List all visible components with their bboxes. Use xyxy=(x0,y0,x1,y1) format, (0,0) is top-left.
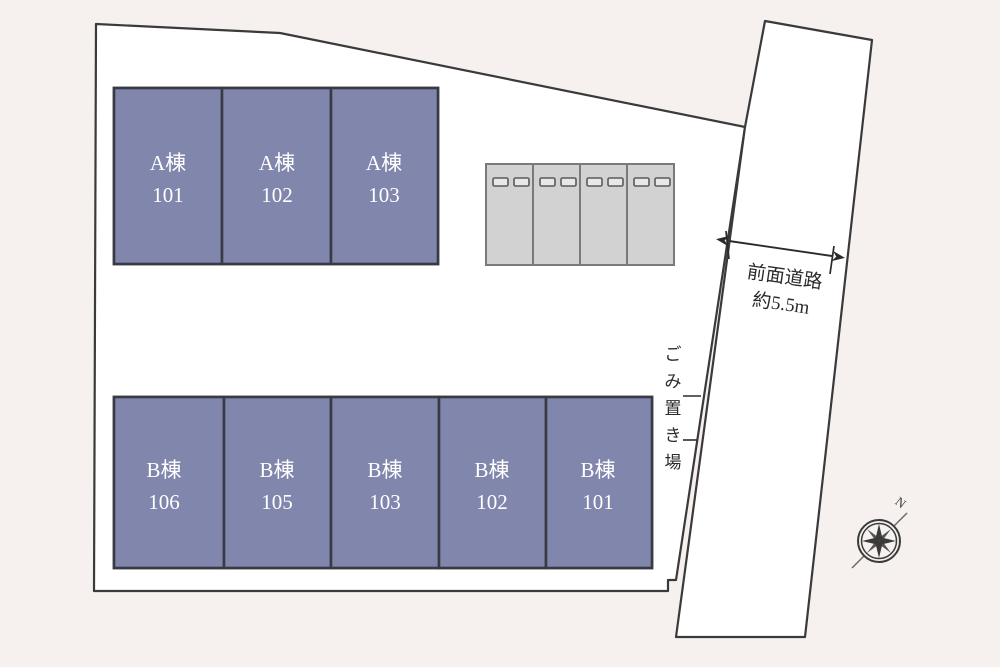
block-a-unit-101-cell[interactable] xyxy=(112,86,224,266)
mailbox-cabinet-2[interactable] xyxy=(532,163,581,266)
frontage-road-band xyxy=(674,19,874,639)
building-block-b: B棟 106 B棟 105 B棟 103 B棟 102 B棟 101 xyxy=(112,395,654,570)
garbage-label-char-4: き xyxy=(665,426,682,445)
mailbox-cabinet-1[interactable] xyxy=(485,163,534,266)
garbage-label-char-5: 場 xyxy=(665,453,682,472)
mailbox-cabinet-4[interactable] xyxy=(626,163,675,266)
mailbox-slot-icon xyxy=(492,177,509,187)
road-dimension-line xyxy=(716,235,845,262)
block-a-unit-103-number: 103 xyxy=(368,183,400,207)
block-a-unit-101-building: A棟 xyxy=(150,151,186,175)
block-b-unit-103-number: 103 xyxy=(369,490,401,514)
block-b-unit-106-cell[interactable] xyxy=(112,395,226,570)
mailbox-cabinet-3[interactable] xyxy=(579,163,628,266)
block-b-unit-106[interactable]: B棟 106 xyxy=(112,395,226,570)
block-b-unit-105-building: B棟 xyxy=(259,458,294,482)
block-a-unit-102-building: A棟 xyxy=(259,151,295,175)
block-b-unit-102-cell[interactable] xyxy=(437,395,548,570)
block-b-unit-102-building: B棟 xyxy=(474,458,509,482)
block-b-unit-106-building: B棟 xyxy=(146,458,181,482)
mailbox-slot-icon xyxy=(654,177,671,187)
block-a-unit-103-building: A棟 xyxy=(366,151,402,175)
block-b-unit-106-number: 106 xyxy=(148,490,180,514)
block-b-unit-105-number: 105 xyxy=(261,490,293,514)
mailbox-slot-icon xyxy=(560,177,577,187)
building-block-a: A棟 101 A棟 102 A棟 103 xyxy=(112,86,440,266)
block-b-unit-102[interactable]: B棟 102 xyxy=(437,395,548,570)
garbage-area-annotation: ご み 置 き 場 xyxy=(665,345,701,472)
block-b-unit-105-cell[interactable] xyxy=(222,395,333,570)
block-b-unit-101-building: B棟 xyxy=(580,458,615,482)
mailbox-slot-icon xyxy=(586,177,603,187)
block-b-unit-103[interactable]: B棟 103 xyxy=(329,395,441,570)
block-b-unit-101[interactable]: B棟 101 xyxy=(544,395,654,570)
block-a-unit-103[interactable]: A棟 103 xyxy=(329,86,440,266)
compass-rose: N xyxy=(851,494,910,569)
garbage-label-char-3: 置 xyxy=(665,399,682,418)
mailbox-slot-icon xyxy=(513,177,530,187)
block-b-unit-105[interactable]: B棟 105 xyxy=(222,395,333,570)
mailbox-slot-icon xyxy=(633,177,650,187)
garbage-label-char-1: ご xyxy=(665,345,682,364)
block-a-unit-102[interactable]: A棟 102 xyxy=(220,86,333,266)
block-b-unit-102-number: 102 xyxy=(476,490,508,514)
block-a-unit-102-number: 102 xyxy=(261,183,293,207)
compass-star xyxy=(862,524,896,558)
mailbox-slot-icon xyxy=(539,177,556,187)
block-b-unit-101-cell[interactable] xyxy=(544,395,654,570)
block-b-unit-103-building: B棟 xyxy=(367,458,402,482)
block-b-unit-103-cell[interactable] xyxy=(329,395,441,570)
mailbox-cabinet-bank[interactable] xyxy=(485,163,675,266)
block-a-unit-102-cell[interactable] xyxy=(220,86,333,266)
block-b-unit-101-number: 101 xyxy=(582,490,614,514)
mailbox-slot-icon xyxy=(607,177,624,187)
block-a-unit-101[interactable]: A棟 101 xyxy=(112,86,224,266)
block-a-unit-101-number: 101 xyxy=(152,183,184,207)
block-a-unit-103-cell[interactable] xyxy=(329,86,440,266)
garbage-label-char-2: み xyxy=(665,372,682,391)
